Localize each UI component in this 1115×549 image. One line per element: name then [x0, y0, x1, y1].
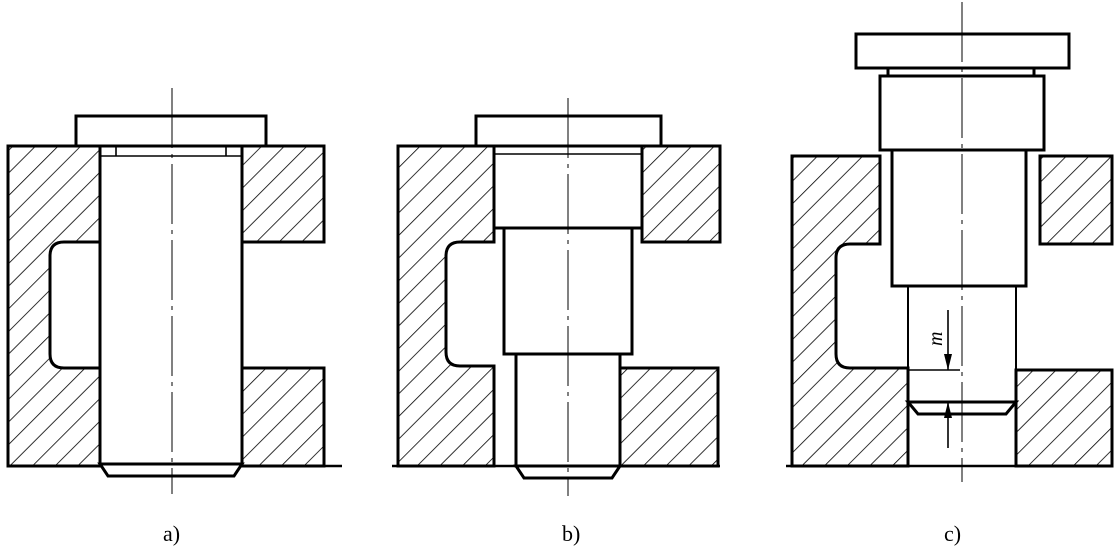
housing-left-b	[396, 144, 496, 468]
housing-right-lower-a	[240, 366, 326, 468]
dim-arrow-bottom-c	[944, 402, 952, 418]
housing-right-upper-a	[240, 144, 326, 244]
figure-a: a)	[6, 88, 342, 546]
shaft-a	[98, 144, 244, 466]
figure-c: m c)	[786, 2, 1114, 546]
housing-right-upper-c	[1038, 154, 1114, 246]
dim-arrow-top-c	[944, 354, 952, 370]
dimension-label-m: m	[925, 332, 947, 346]
housing-right-lower-b	[616, 366, 720, 468]
shaft-chamfer-a	[97, 462, 245, 478]
housing-left-a	[6, 144, 102, 468]
cap-plate-a	[74, 114, 268, 148]
figure-b: b)	[392, 98, 722, 546]
housing-right-upper-b	[640, 144, 722, 244]
caption-a: a)	[163, 521, 180, 546]
housing-left-c	[790, 154, 910, 468]
caption-c: c)	[944, 521, 961, 546]
caption-b: b)	[562, 521, 580, 546]
housing-right-lower-c	[1014, 368, 1114, 468]
body-c	[890, 148, 1028, 288]
